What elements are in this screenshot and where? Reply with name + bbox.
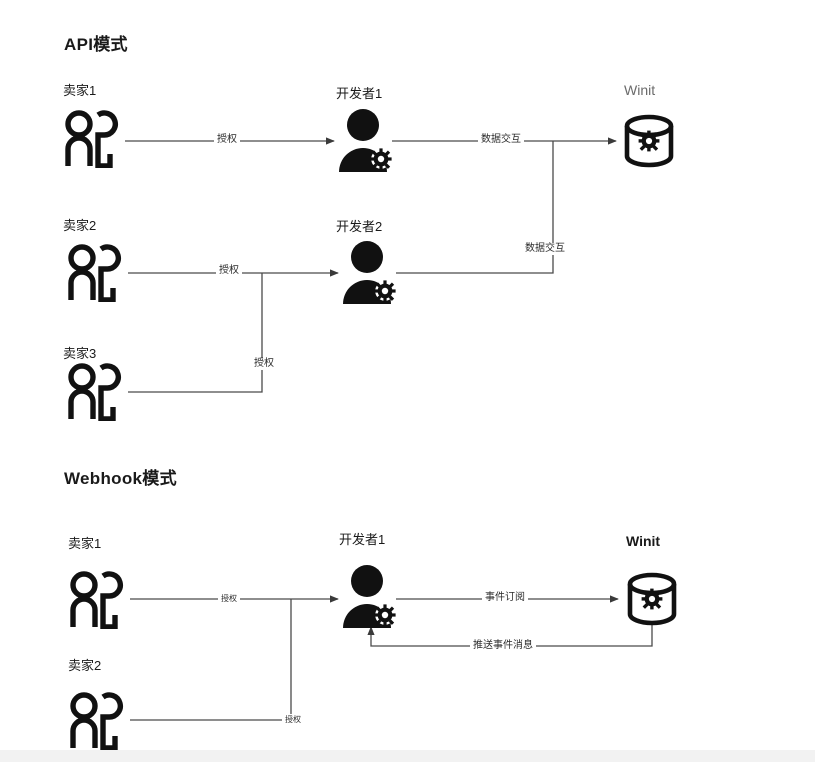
edge-label-wh-seller2-developer1: 授权 (282, 714, 304, 726)
node-label-api-seller-3: 卖家3 (63, 346, 97, 361)
edge-label-api-seller1-developer1: 授权 (214, 134, 240, 146)
users-icon (60, 110, 122, 168)
database-gear-icon (620, 113, 678, 169)
developer-icon (336, 108, 392, 172)
edge-wh-seller2-developer1 (130, 599, 292, 721)
node-label-wh-developer-1: 开发者1 (339, 532, 386, 547)
developer-icon (340, 240, 396, 304)
node-label-api-winit: Winit (624, 82, 656, 98)
node-label-wh-seller-2: 卖家2 (68, 658, 102, 673)
developer-icon (340, 564, 396, 628)
users-icon (63, 363, 125, 421)
database-gear-icon (623, 571, 681, 627)
node-label-api-seller-2: 卖家2 (63, 218, 97, 233)
edge-label-api-developer1-winit: 数据交互 (478, 134, 524, 146)
node-label-api-developer-1: 开发者1 (336, 86, 383, 101)
node-label-wh-seller-1: 卖家1 (68, 536, 102, 551)
edge-label-wh-developer1-winit: 事件订阅 (482, 592, 528, 604)
edge-label-api-seller2-developer2: 授权 (216, 265, 242, 277)
edge-label-api-developer2-winit: 数据交互 (522, 243, 568, 255)
users-icon (65, 571, 127, 629)
edge-label-wh-winit-developer1: 推送事件消息 (470, 640, 536, 652)
users-icon (65, 692, 127, 750)
edge-label-api-seller3-developer2: 授权 (251, 358, 277, 370)
section-title-webhook: Webhook模式 (64, 469, 177, 488)
bottom-band (0, 750, 815, 762)
node-label-api-seller-1: 卖家1 (63, 83, 97, 98)
users-icon (63, 244, 125, 302)
node-label-wh-winit: Winit (626, 533, 661, 549)
section-title-api: API模式 (64, 35, 128, 54)
node-label-api-developer-2: 开发者2 (336, 219, 383, 234)
edge-api-developer2-winit (396, 141, 554, 274)
edge-label-wh-seller1-developer1: 授权 (218, 593, 240, 605)
edge-api-seller3-developer2 (128, 273, 263, 393)
